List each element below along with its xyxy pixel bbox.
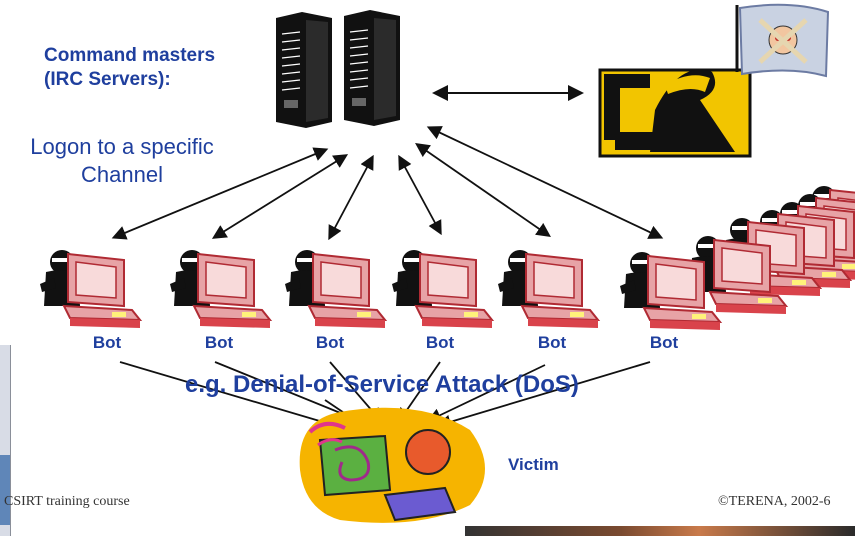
bot-computer-stack <box>619 185 855 331</box>
attacker-icon <box>598 68 752 158</box>
bot-label: Bot <box>204 333 234 352</box>
bot-label: Bot <box>649 333 679 352</box>
title-line-1: Command masters <box>44 45 216 66</box>
bot-computer-icon <box>39 249 599 329</box>
title-line-2: (IRC Servers): <box>44 69 171 90</box>
channel-arrows <box>111 126 664 241</box>
bot-label: Bot <box>315 333 345 352</box>
victim-label: Victim <box>508 455 559 474</box>
victim-icon <box>299 407 485 523</box>
command-masters-title: Command masters (IRC Servers): <box>44 44 215 92</box>
server-icon <box>275 9 401 129</box>
bot-label: Bot <box>425 333 455 352</box>
bot-label: Bot <box>92 333 122 352</box>
cropped-photo-strip <box>465 526 855 536</box>
bot-label: Bot <box>537 333 567 352</box>
copyright-footer: ©TERENA, 2002-6 <box>718 494 831 509</box>
dos-attack-label: e.g. Denial-of-Service Attack (DoS) <box>185 371 579 398</box>
cropped-side-window <box>0 345 11 536</box>
logon-text: Logon to a specific Channel <box>12 133 232 189</box>
logon-line-2: Channel <box>81 162 163 187</box>
course-footer: CSIRT training course <box>4 494 130 509</box>
logon-line-1: Logon to a specific <box>30 134 214 159</box>
skull-flag-icon <box>735 3 830 78</box>
